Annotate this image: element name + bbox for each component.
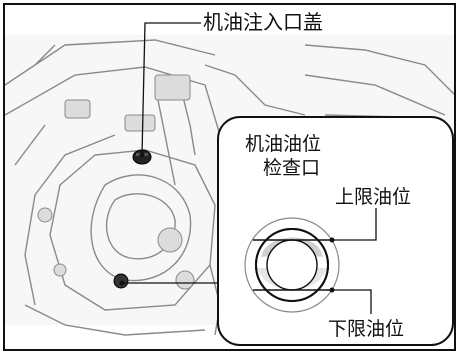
diagram-frame: 机油注入口盖 机油油位 检查口 上限油位 下限油位 (3, 3, 456, 351)
upper-level-dot (329, 237, 335, 243)
engine-details (37, 74, 195, 290)
lower-level-dot (329, 287, 335, 293)
filler-cap-leader-dot (139, 152, 145, 158)
upper-level-label: 上限油位 (335, 186, 412, 208)
inspection-window-label-line1: 机油油位 (245, 133, 322, 155)
lower-level-leader (332, 289, 372, 314)
window-leader-dot (119, 280, 125, 286)
engine-illustration (5, 22, 454, 346)
filler-cap-leader (141, 22, 201, 156)
lower-level-label: 下限油位 (328, 318, 405, 340)
upper-level-leader (332, 208, 377, 241)
sight-glass (244, 217, 340, 313)
oil-filler-cap-label: 机油注入口盖 (203, 10, 323, 34)
inspection-window-label-line2: 检查口 (263, 157, 321, 179)
